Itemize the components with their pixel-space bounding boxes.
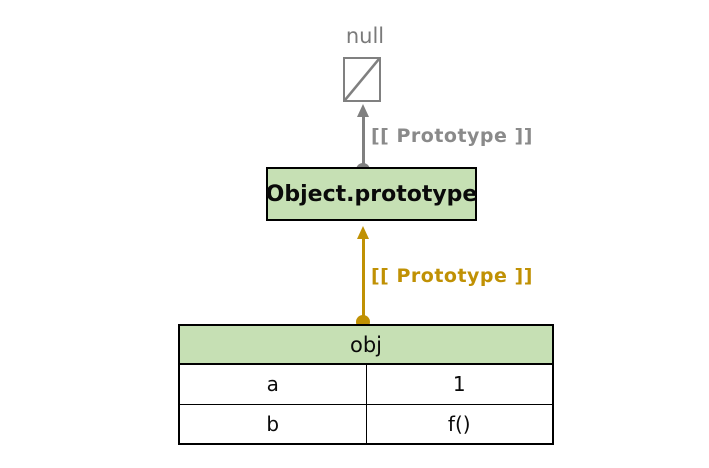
obj-table-title: obj [178,324,554,365]
null-symbol-icon [343,57,381,102]
property-value-cell: f() [365,403,554,445]
table-row: a 1 [178,363,554,405]
property-key-cell: b [178,403,367,445]
arrowhead-up-icon [357,226,369,239]
prototype-label-lower: [[ Prototype ]] [371,265,533,287]
arrow-line [362,237,365,323]
object-prototype-box: Object.prototype [266,167,477,221]
property-key-cell: a [178,363,367,405]
table-row: b f() [178,403,554,445]
arrowhead-up-icon [357,104,369,117]
arrow-line [362,115,365,171]
null-diagonal-line [345,59,379,100]
null-label: null [345,24,385,48]
obj-table: obj a 1 b f() [178,324,554,445]
obj-table-header-row: obj [178,324,554,365]
property-value-cell: 1 [365,363,554,405]
prototype-label-upper: [[ Prototype ]] [371,125,533,147]
